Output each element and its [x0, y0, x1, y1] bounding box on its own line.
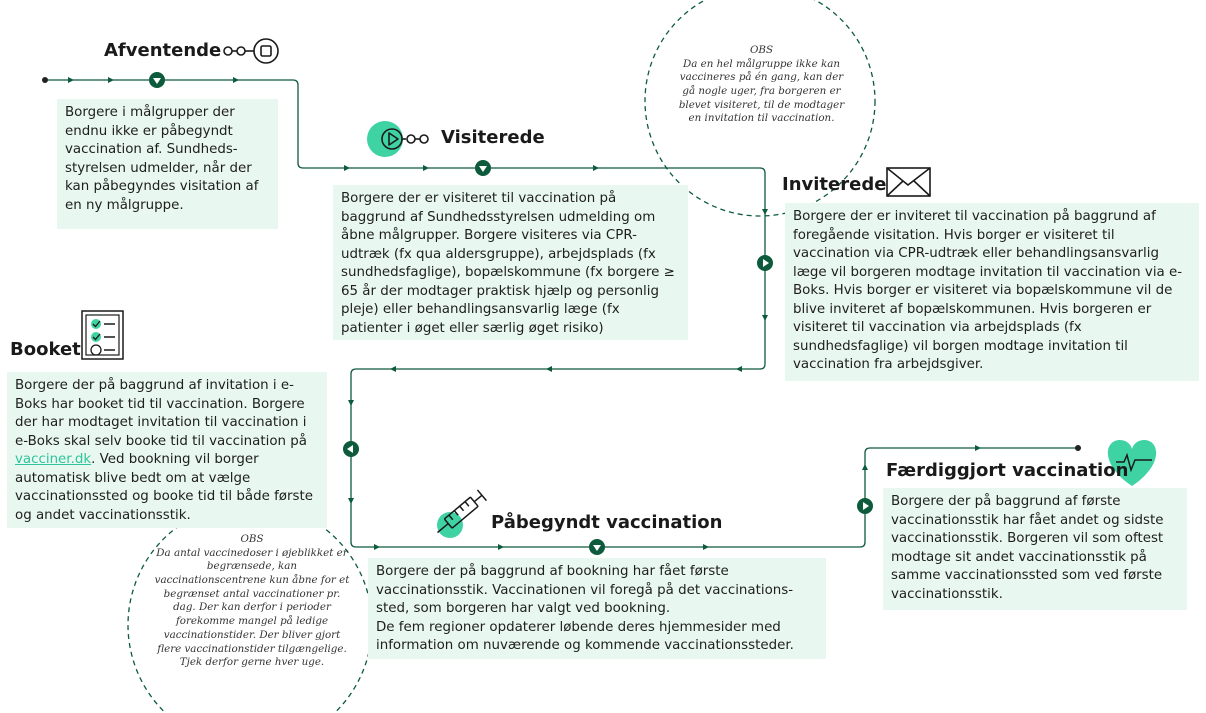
- obs-note-top: OBS Da en hel målgruppe ikke kan vaccine…: [674, 44, 849, 126]
- stage-marker-pabegyndt: [589, 539, 605, 555]
- stage-title-booket: Booket: [10, 339, 81, 360]
- heart-pulse-icon: [1107, 440, 1157, 486]
- vacciner-link[interactable]: vacciner.dk: [15, 452, 92, 467]
- booket-text-after: . Ved bookning vil borger automatisk bli…: [15, 452, 313, 523]
- obs-note-bottom: OBS Da antal vaccinedoser i øjeblikket e…: [152, 533, 352, 670]
- flow-arrows: [68, 77, 981, 550]
- stage-desc-faerdig: Borgere der på baggrund af første vaccin…: [883, 488, 1187, 610]
- obs-top-text: Da en hel målgruppe ikke kan vaccineres …: [678, 57, 845, 125]
- stage-marker-afventende: [149, 72, 165, 88]
- stage-title-visiterede: Visiterede: [441, 127, 545, 148]
- booket-text-before: Borgere der på baggrund af invitation i …: [15, 378, 307, 449]
- visiterede-text: Borgere der er visiteret til vaccination…: [341, 191, 675, 336]
- syringe-icon: [437, 489, 487, 538]
- stage-desc-pabegyndt: Borgere der på baggrund af bookning har …: [368, 558, 826, 659]
- obs-bottom-text: Da antal vaccinedoser i øjeblikket er be…: [154, 546, 350, 669]
- booket-text: Borgere der på baggrund af invitation i …: [15, 377, 320, 525]
- flow-start-dot: [42, 77, 48, 83]
- stage-title-afventende: Afventende: [104, 40, 222, 61]
- stage-title-faerdig: Færdiggjort vaccination: [886, 460, 1129, 481]
- envelope-icon: [886, 167, 931, 197]
- stage-desc-afventende: Borgere i målgrupper der endnu ikke er p…: [57, 99, 278, 229]
- flow-path: [45, 79, 1078, 548]
- obs-top-heading: OBS: [749, 44, 774, 56]
- stage-desc-inviterede: Borgere der er inviteret til vaccination…: [785, 203, 1199, 381]
- waiting-icon: [223, 38, 279, 64]
- stage-title-pabegyndt: Påbegyndt vaccination: [491, 512, 723, 533]
- pabegyndt-text-1: Borgere der på baggrund af bookning har …: [376, 564, 794, 616]
- flow-end-dot: [1075, 445, 1081, 451]
- stage-marker-booket: [343, 441, 359, 457]
- stage-desc-visiterede: Borgere der er visiteret til vaccination…: [333, 185, 688, 340]
- afventende-text: Borgere i målgrupper der endnu ikke er p…: [65, 105, 259, 213]
- stage-marker-faerdig: [857, 498, 873, 514]
- pabegyndt-text-2: De fem regioner opdaterer løbende deres …: [376, 619, 794, 654]
- stage-desc-booket: Borgere der på baggrund af invitation i …: [7, 372, 327, 528]
- stage-marker-visiterede: [475, 160, 491, 176]
- obs-bottom-heading: OBS: [240, 533, 264, 545]
- checklist-icon: [81, 310, 124, 360]
- inviterede-text: Borgere der er inviteret til vaccination…: [793, 209, 1183, 372]
- faerdig-text: Borgere der på baggrund af første vaccin…: [891, 494, 1164, 602]
- play-icon: [367, 121, 429, 157]
- stage-title-inviterede: Inviterede: [782, 174, 887, 195]
- stage-marker-inviterede: [757, 255, 773, 271]
- obs-top-circle: [644, 0, 876, 217]
